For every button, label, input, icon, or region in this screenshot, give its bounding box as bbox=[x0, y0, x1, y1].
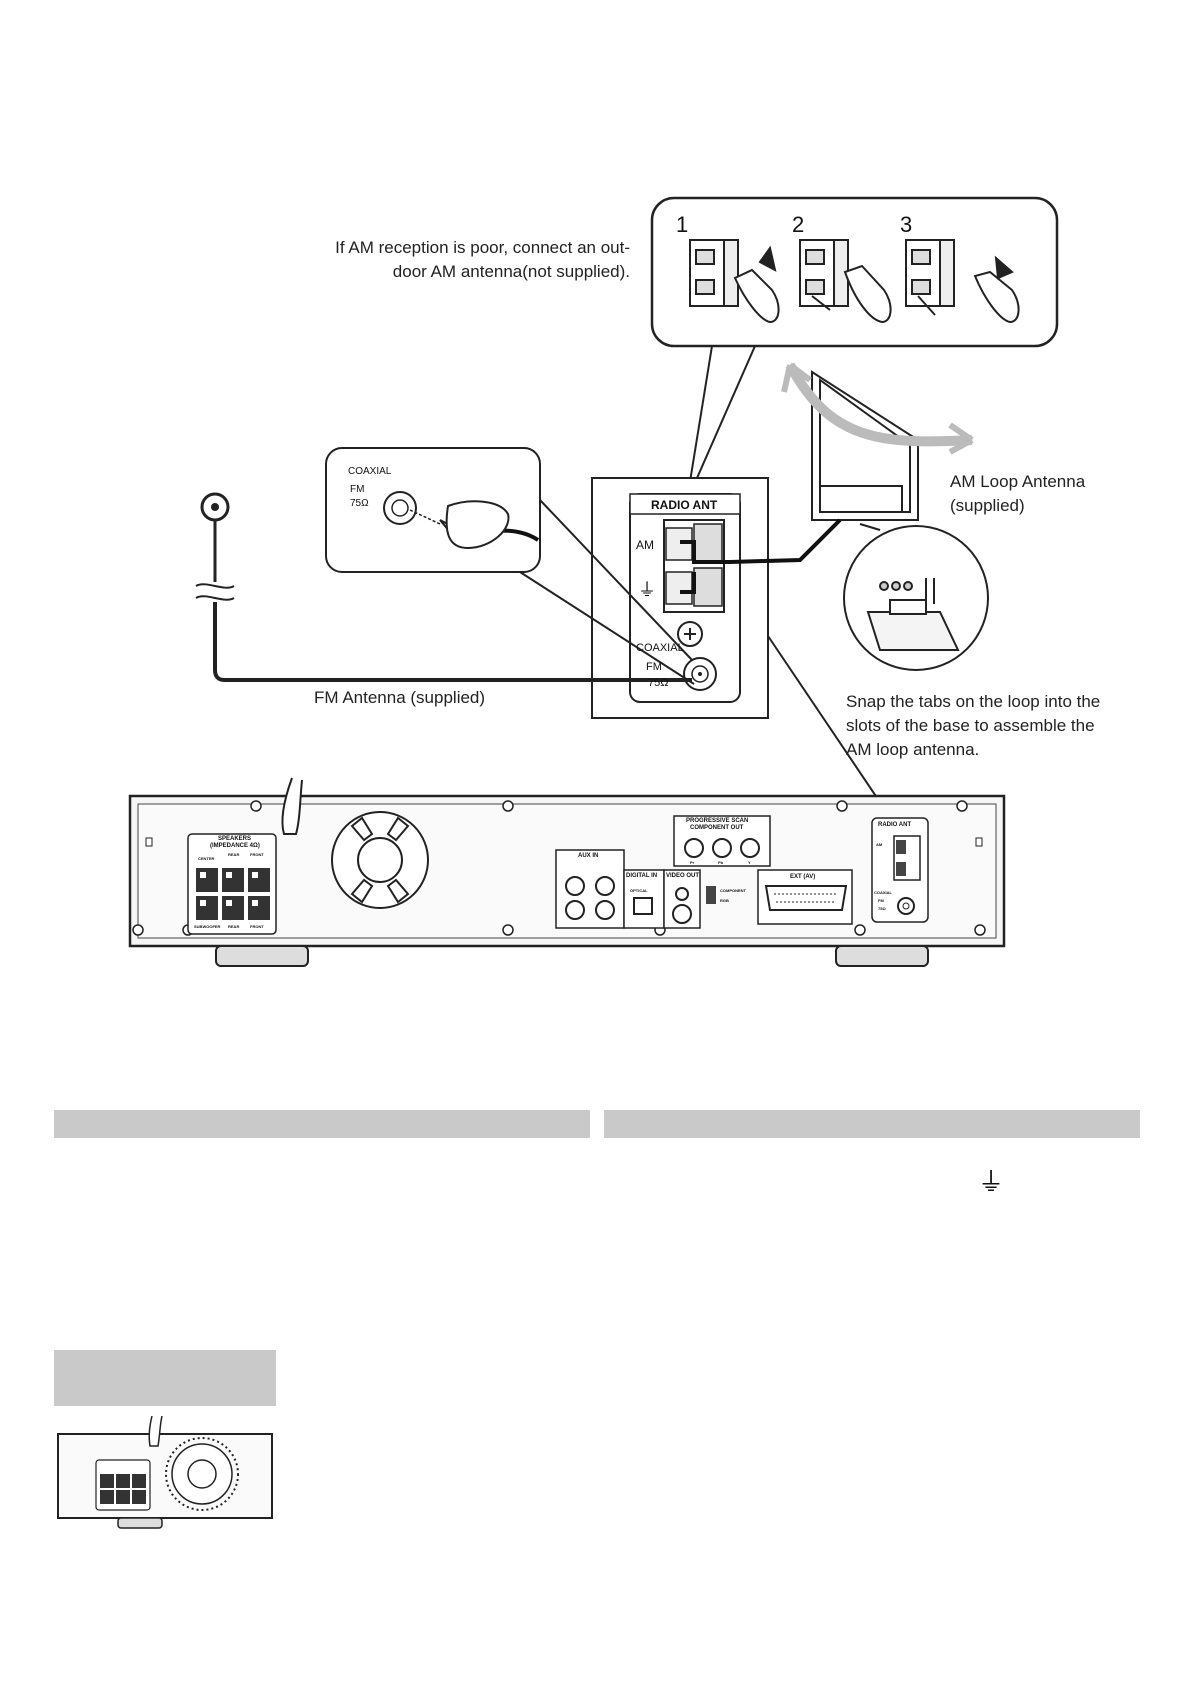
am-label: AM bbox=[636, 538, 654, 552]
rear-digital-in: DIGITAL IN bbox=[626, 873, 658, 879]
rear-am: AM bbox=[876, 842, 883, 847]
rear-rear: REAR bbox=[228, 852, 240, 857]
rear-radio-ant: RADIO ANT bbox=[878, 822, 912, 828]
rear-rear2: REAR bbox=[228, 924, 240, 929]
snap-detail-circle bbox=[843, 523, 989, 671]
step-1-number: 1 bbox=[676, 212, 689, 237]
ground-symbol-text: ⏚ bbox=[978, 1168, 1005, 1198]
am-loop-antenna-label-line1: AM Loop Antenna bbox=[950, 472, 1086, 491]
fm-inset-fm: FM bbox=[350, 484, 365, 495]
rear-front: FRONT bbox=[250, 852, 264, 857]
rear-rgb: RGB bbox=[720, 898, 729, 903]
coaxial-label: COAXIAL bbox=[636, 642, 684, 654]
step-2-number: 2 bbox=[792, 212, 805, 237]
step-2-illustration bbox=[799, 239, 892, 324]
snap-note-line3: AM loop antenna. bbox=[846, 740, 980, 759]
rear-aux-in: AUX IN bbox=[578, 853, 599, 859]
fm-label: FM bbox=[646, 661, 662, 673]
ground-icon: ⏚ bbox=[638, 580, 656, 601]
section-header-bar-right bbox=[604, 1110, 1140, 1138]
rear-ext-av: EXT (AV) bbox=[790, 874, 816, 880]
am-reception-note-line1: If AM reception is poor, connect an out- bbox=[335, 238, 630, 257]
rear-subwoofer: SUBWOOFER bbox=[194, 924, 221, 929]
step-3-number: 3 bbox=[900, 212, 913, 237]
section-note-bar bbox=[54, 1350, 276, 1406]
snap-note-line1: Snap the tabs on the loop into the bbox=[846, 692, 1101, 711]
step-1-illustration bbox=[689, 239, 780, 324]
snap-note-line2: slots of the base to assemble the bbox=[846, 716, 1095, 735]
rear-ohms: 75Ω bbox=[878, 906, 886, 911]
rear-pb: Pb bbox=[718, 860, 724, 865]
rear-fm: FM bbox=[878, 898, 884, 903]
fm-wire-antenna bbox=[195, 492, 692, 682]
section-header-bar-left bbox=[54, 1110, 590, 1138]
am-reception-note-line2: door AM antenna(not supplied). bbox=[392, 262, 630, 281]
rear-component: COMPONENT bbox=[720, 888, 746, 893]
fm-antenna-label: FM Antenna (supplied) bbox=[314, 688, 486, 707]
rear-video-out: VIDEO OUT bbox=[666, 873, 700, 879]
step-3-illustration bbox=[905, 239, 1020, 324]
fm-inset-ohms: 75Ω bbox=[350, 498, 369, 509]
am-loop-antenna-label-line2: (supplied) bbox=[950, 496, 1025, 515]
rear-panel-thumbnail bbox=[57, 1415, 273, 1529]
radio-ant-title: RADIO ANT bbox=[651, 498, 718, 512]
rear-pr: Pr bbox=[690, 860, 695, 865]
rear-center: CENTER bbox=[198, 856, 215, 861]
rear-impedance: (IMPEDANCE 4Ω) bbox=[210, 843, 260, 849]
rear-component-out: COMPONENT OUT bbox=[690, 825, 744, 831]
am-loop-antenna bbox=[781, 362, 974, 521]
rear-optical: OPTICAL bbox=[630, 888, 648, 893]
rear-y: Y bbox=[748, 860, 751, 865]
unit-rear-panel bbox=[128, 777, 1006, 967]
fm-inset-coaxial: COAXIAL bbox=[348, 466, 392, 477]
rear-front2: FRONT bbox=[250, 924, 264, 929]
ohms-label: 75Ω bbox=[648, 677, 669, 689]
rear-coaxial: COAXIAL bbox=[874, 890, 892, 895]
rear-prog-scan: PROGRESSIVE SCAN bbox=[686, 818, 749, 824]
rear-speakers: SPEAKERS bbox=[218, 836, 252, 842]
